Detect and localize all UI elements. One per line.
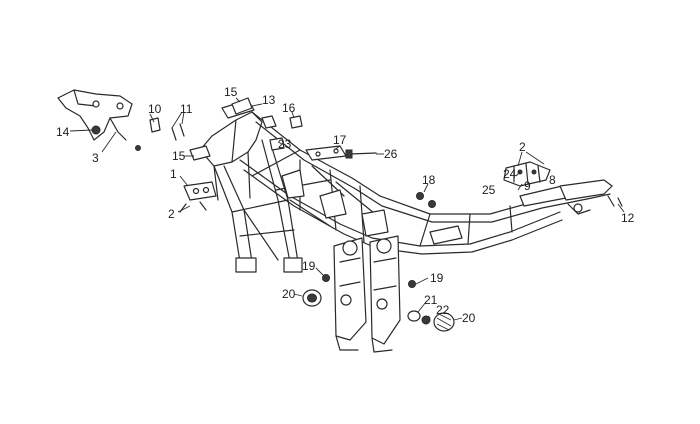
bolt-part-12 (607, 195, 623, 207)
callout-14: 14 (56, 125, 70, 139)
leader-lines (69, 97, 625, 321)
nut-part-14 (91, 125, 101, 135)
callout-17: 17 (333, 133, 347, 147)
callout-labels: 1 2 2 3 8 9 10 11 12 13 14 15 15 16 17 1… (56, 85, 635, 325)
clip-parts-16-23 (261, 115, 303, 151)
callout-26: 26 (384, 147, 398, 161)
callout-11: 11 (180, 102, 193, 116)
callout-8: 8 (549, 173, 556, 187)
callout-19-left: 19 (302, 259, 316, 273)
nut-part-22 (421, 315, 431, 325)
callout-16: 16 (282, 101, 296, 115)
clamp-parts-13-15 (189, 97, 253, 161)
bushing-part-20-right (433, 312, 455, 332)
bolt-parts-10-11 (135, 117, 185, 151)
nut-parts-18 (416, 192, 436, 208)
callout-21: 21 (424, 293, 438, 307)
callout-23: 23 (278, 137, 292, 151)
bolt-part-26 (345, 149, 377, 159)
callout-10: 10 (148, 102, 162, 116)
front-bracket-part (57, 89, 133, 141)
mount-plate-part-17 (305, 145, 347, 161)
washer-part-19-right (408, 280, 416, 288)
main-frame (199, 99, 613, 353)
callout-24: 24 (503, 167, 517, 181)
callout-15-top: 15 (224, 85, 238, 99)
washer-part-19-left (322, 274, 330, 282)
callout-15-side: 15 (172, 149, 186, 163)
bushing-part-20-left (302, 289, 322, 307)
washer-part-21 (407, 310, 421, 322)
callout-1: 1 (170, 167, 177, 181)
callout-13: 13 (262, 93, 276, 107)
callout-2-left: 2 (168, 207, 175, 221)
callout-9: 9 (524, 179, 531, 193)
callout-22: 22 (436, 303, 450, 317)
side-bracket-part-1 (179, 181, 217, 213)
callout-20-left: 20 (282, 287, 296, 301)
rear-bracket-parts (503, 161, 551, 187)
callout-12: 12 (621, 211, 635, 225)
callout-20-right: 20 (462, 311, 476, 325)
callout-25: 25 (482, 183, 496, 197)
callout-3: 3 (92, 151, 99, 165)
callout-2-right: 2 (519, 140, 526, 154)
callout-19-right: 19 (430, 271, 444, 285)
callout-18: 18 (422, 173, 436, 187)
